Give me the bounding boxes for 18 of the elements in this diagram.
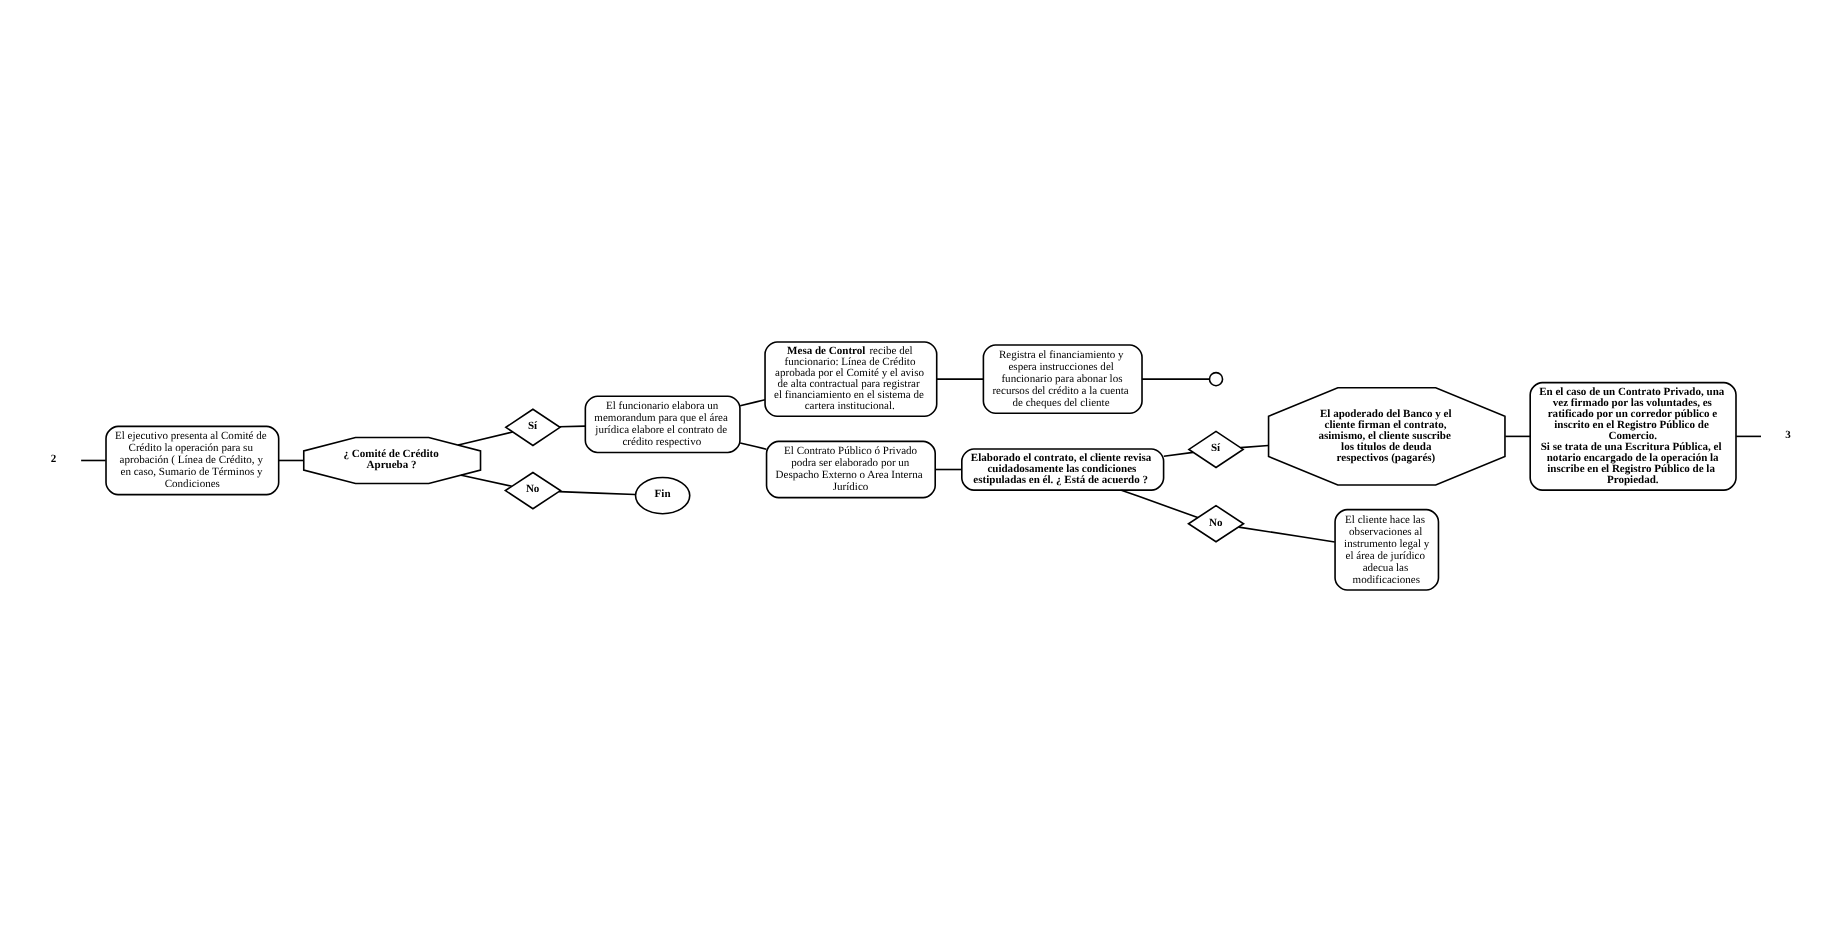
connector — [460, 474, 513, 488]
connector — [1504, 435, 1531, 438]
connector — [1237, 526, 1336, 543]
connector — [936, 378, 985, 380]
connector — [1735, 435, 1762, 438]
connector — [739, 399, 766, 407]
node-circle — [1208, 371, 1224, 387]
connector — [1141, 378, 1210, 380]
connector — [558, 490, 636, 496]
connector — [457, 431, 514, 446]
connector — [278, 459, 305, 462]
connector — [934, 468, 963, 471]
connector — [1239, 444, 1270, 449]
connector — [739, 442, 768, 451]
connector — [1163, 451, 1194, 458]
connector — [80, 459, 107, 462]
connector — [558, 425, 587, 428]
connector — [1120, 489, 1199, 519]
